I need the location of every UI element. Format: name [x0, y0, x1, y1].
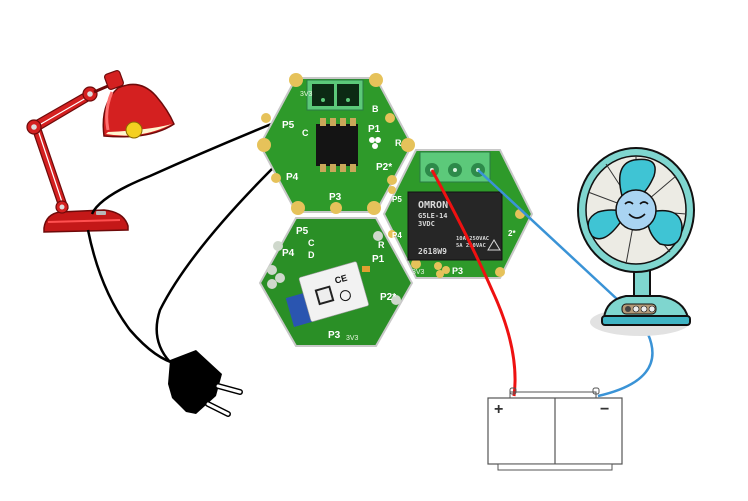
switch-label-3v3: 3V3 — [300, 91, 313, 98]
relay-label-p4: P4 — [392, 231, 402, 240]
radio-label-p2: P2* — [380, 292, 396, 303]
relay-label-p2: 2* — [508, 229, 516, 238]
radio-label-p5: P5 — [296, 226, 309, 237]
switch-label-c: C — [302, 128, 309, 138]
switch-label-b: B — [372, 104, 379, 114]
radio-label-r: R — [378, 240, 385, 250]
relay-model: G5LE-14 — [418, 212, 448, 220]
radio-label-p4: P4 — [282, 248, 295, 259]
wire-relay-to-fan — [477, 169, 619, 301]
relay-label-3v3: 3V3 — [412, 269, 425, 276]
mains-plug — [168, 350, 243, 417]
battery: + − — [487, 387, 623, 471]
radio-label-3v3: 3V3 — [346, 335, 359, 342]
electric-fan — [577, 147, 695, 336]
relay-voltage: 3VDC — [418, 220, 435, 228]
relay-module-board: OMRON G5LE-14 3VDC 10A 250VAC 5A 250VAC … — [382, 149, 534, 279]
warning-triangle-icon — [487, 239, 501, 251]
battery-positive-terminal: + — [494, 401, 503, 418]
switch-label-p2: P2* — [376, 162, 392, 173]
wire-fan-to-battery-negative — [597, 333, 654, 398]
relay-rating-1: 10A 250VAC — [456, 236, 489, 242]
lamp-switch-icon — [96, 211, 106, 215]
switch-label-p4: P4 — [286, 172, 299, 183]
switch-label-p1: P1 — [368, 124, 381, 135]
relay-code: 2618W9 — [418, 247, 447, 256]
switch-label-r: R — [395, 138, 402, 148]
radio-module-board: CE P5 C D R P4 P1 P2* P3 3V3 — [258, 217, 414, 347]
radio-ce-mark: CE — [334, 273, 349, 286]
switch-module-board: P5 P1 B C R P4 P3 P2* 3V3 — [257, 73, 415, 215]
wire-relay-to-battery-positive — [430, 169, 517, 397]
relay-label-p5: P5 — [392, 195, 402, 204]
desk-lamp — [26, 69, 175, 233]
radio-label-p3: P3 — [328, 330, 341, 341]
relay-label-p3: P3 — [452, 266, 463, 276]
radio-label-d: D — [308, 250, 315, 260]
radio-label-c: C — [308, 238, 315, 248]
battery-negative-terminal: − — [600, 401, 609, 418]
wire-lamp-to-plug — [86, 229, 179, 366]
switch-label-p5: P5 — [282, 120, 295, 131]
relay-brand: OMRON — [418, 200, 448, 211]
fan-smile-icon — [628, 213, 646, 219]
radio-label-p1: P1 — [372, 254, 385, 265]
switch-label-p3: P3 — [329, 192, 342, 203]
